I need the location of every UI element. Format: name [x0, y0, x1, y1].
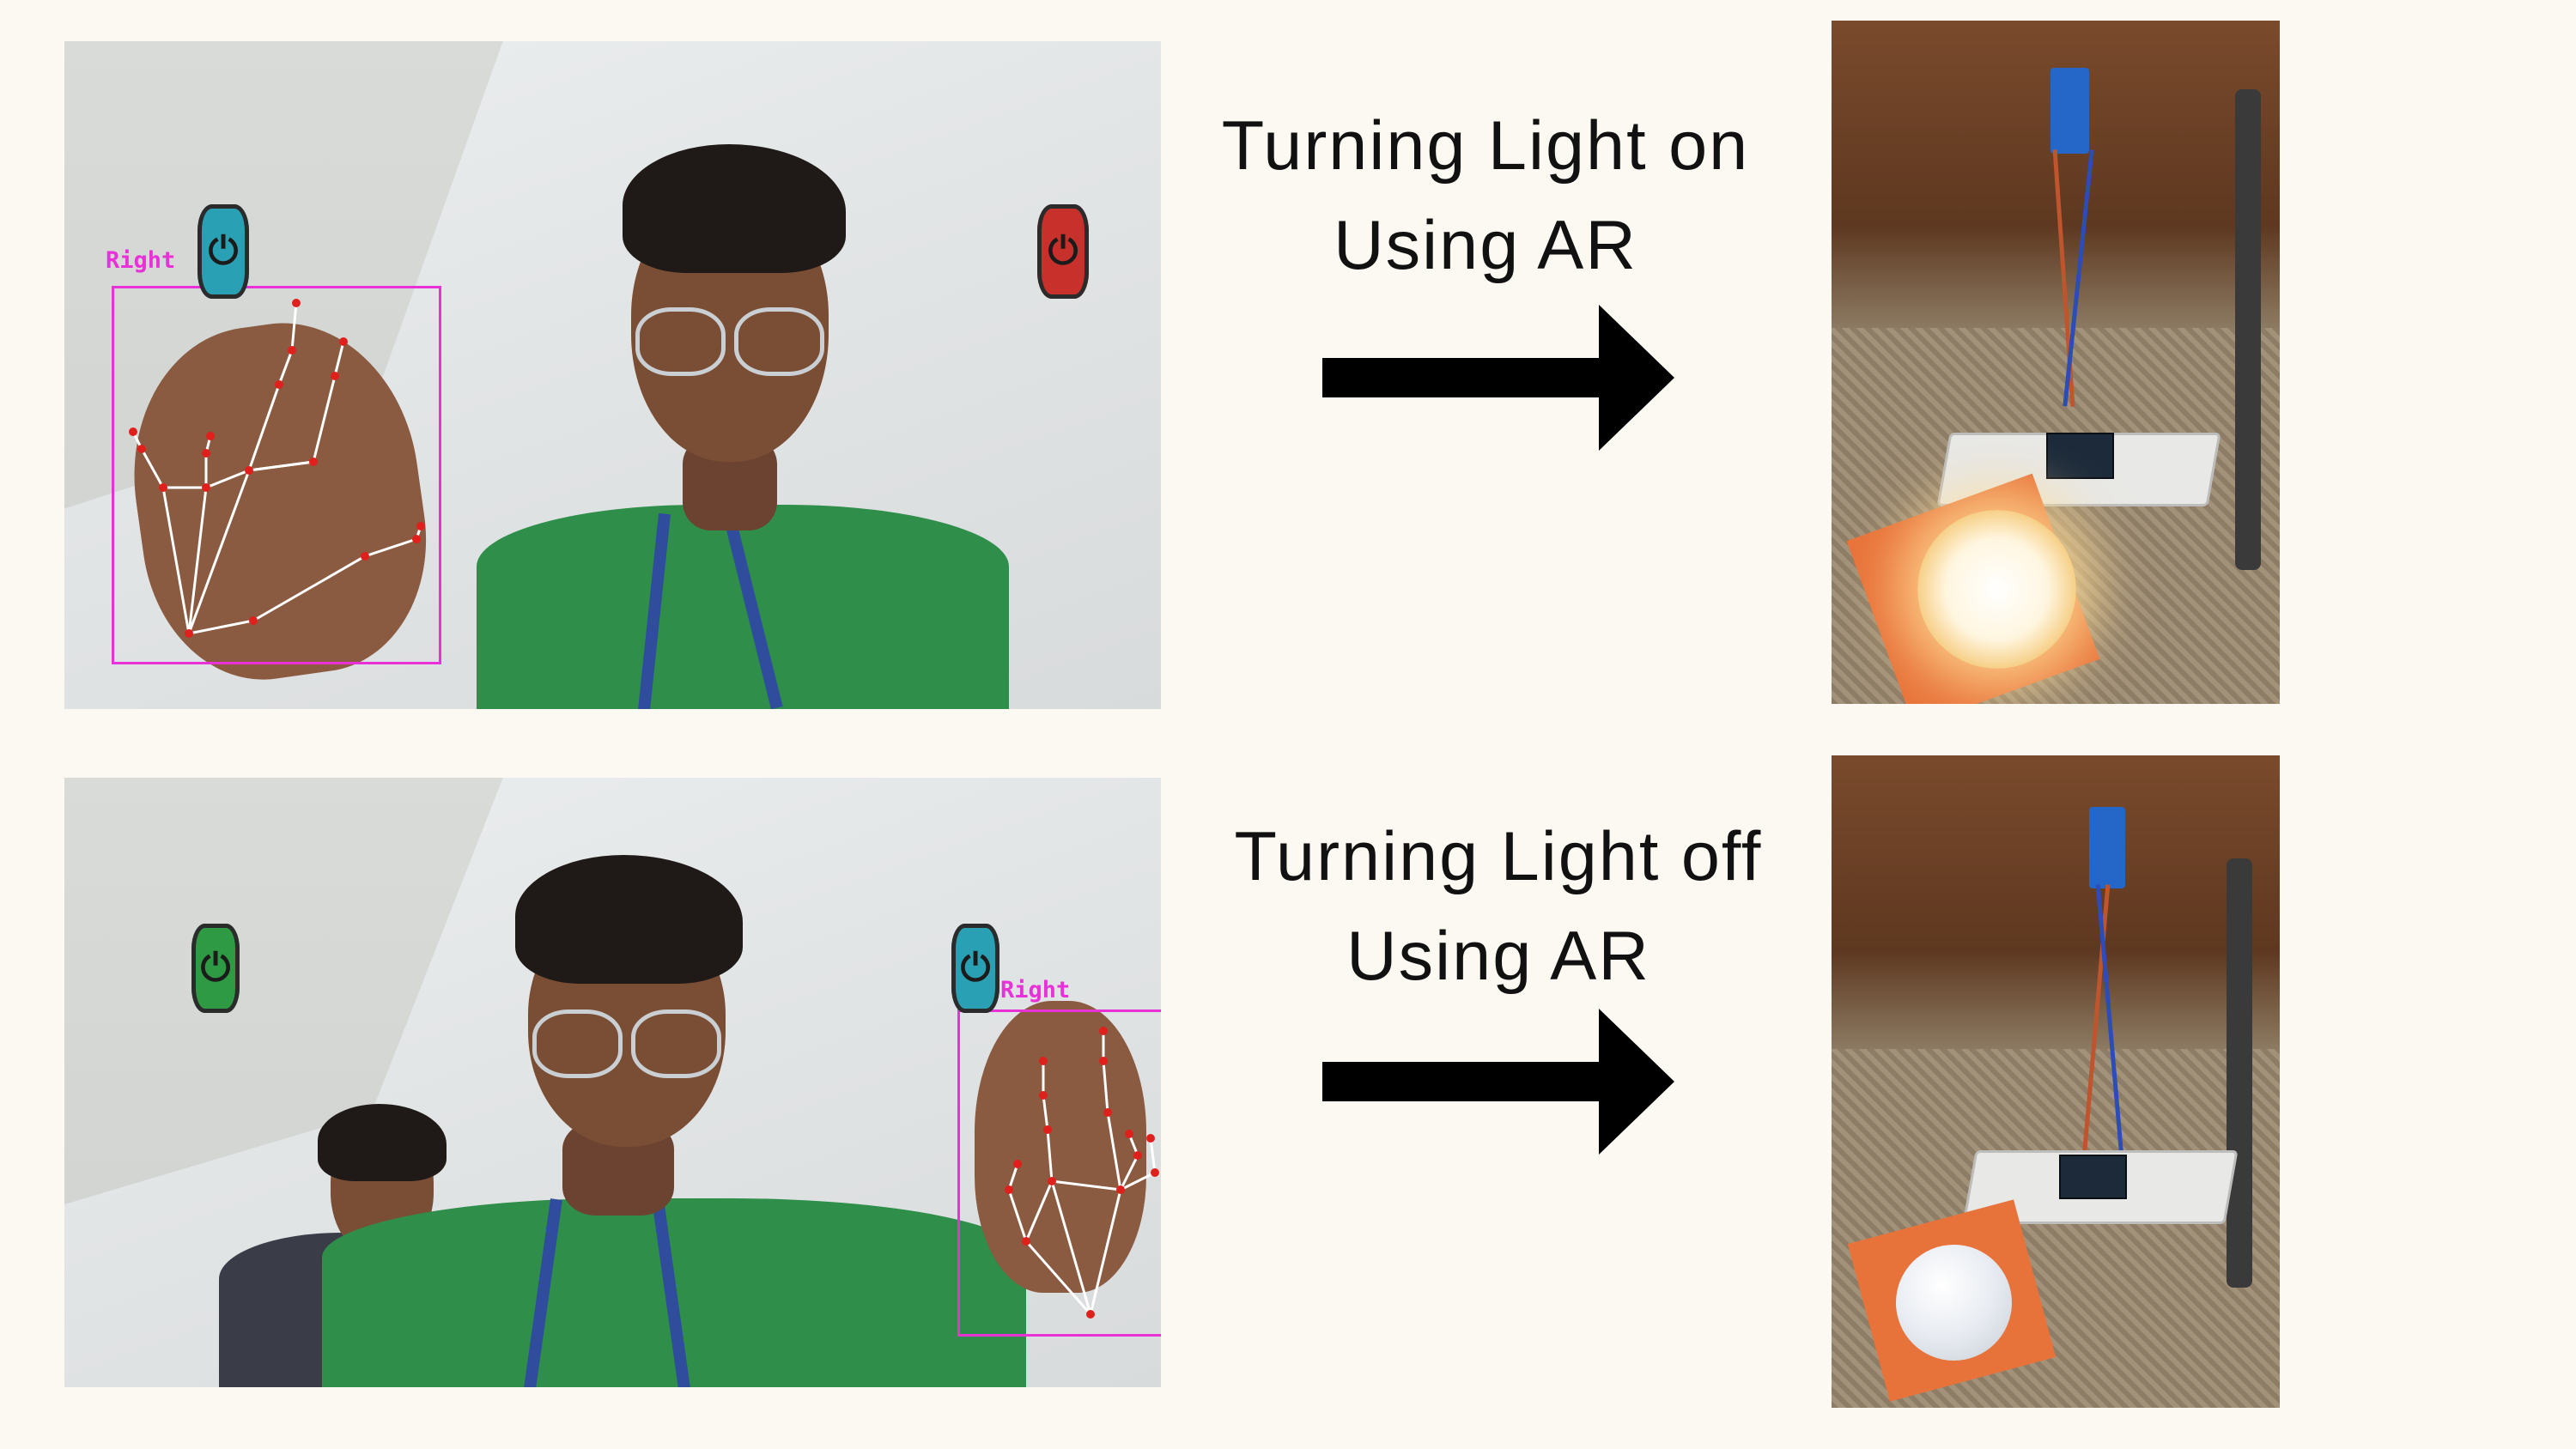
microcontroller — [2046, 433, 2114, 479]
relay-module — [2050, 68, 2089, 154]
caption-line: Turning Light on — [1151, 96, 1820, 196]
caption-light-off: Turning Light off Using AR — [1163, 807, 1833, 1006]
hardware-photo-on — [1832, 21, 2280, 704]
webcam-frame-on: Right ⏻ ⏻ — [64, 41, 1161, 709]
power-icon[interactable]: ⏻ — [197, 204, 249, 299]
glowing-bulb — [1917, 510, 2076, 669]
caption-line: Using AR — [1151, 196, 1820, 295]
hardware-photo-off — [1832, 755, 2280, 1408]
hand-bounding-box — [112, 286, 441, 664]
unlit-bulb — [1896, 1245, 2012, 1361]
relay-module — [2089, 807, 2125, 888]
microcontroller — [2059, 1155, 2127, 1199]
hand-label: Right — [106, 247, 175, 274]
power-icon[interactable]: ⏻ — [951, 924, 999, 1013]
caption-line: Using AR — [1163, 906, 1833, 1006]
caption-light-on: Turning Light on Using AR — [1151, 96, 1820, 295]
caption-line: Turning Light off — [1163, 807, 1833, 906]
webcam-frame-off: Right ⏻ ⏻ — [64, 778, 1161, 1387]
right-arrow-icon — [1322, 1009, 1674, 1155]
right-arrow-icon — [1322, 305, 1674, 451]
hand-bounding-box — [957, 1009, 1161, 1337]
power-icon[interactable]: ⏻ — [1037, 204, 1089, 299]
power-icon[interactable]: ⏻ — [191, 924, 240, 1013]
hand-label: Right — [1000, 977, 1070, 1003]
